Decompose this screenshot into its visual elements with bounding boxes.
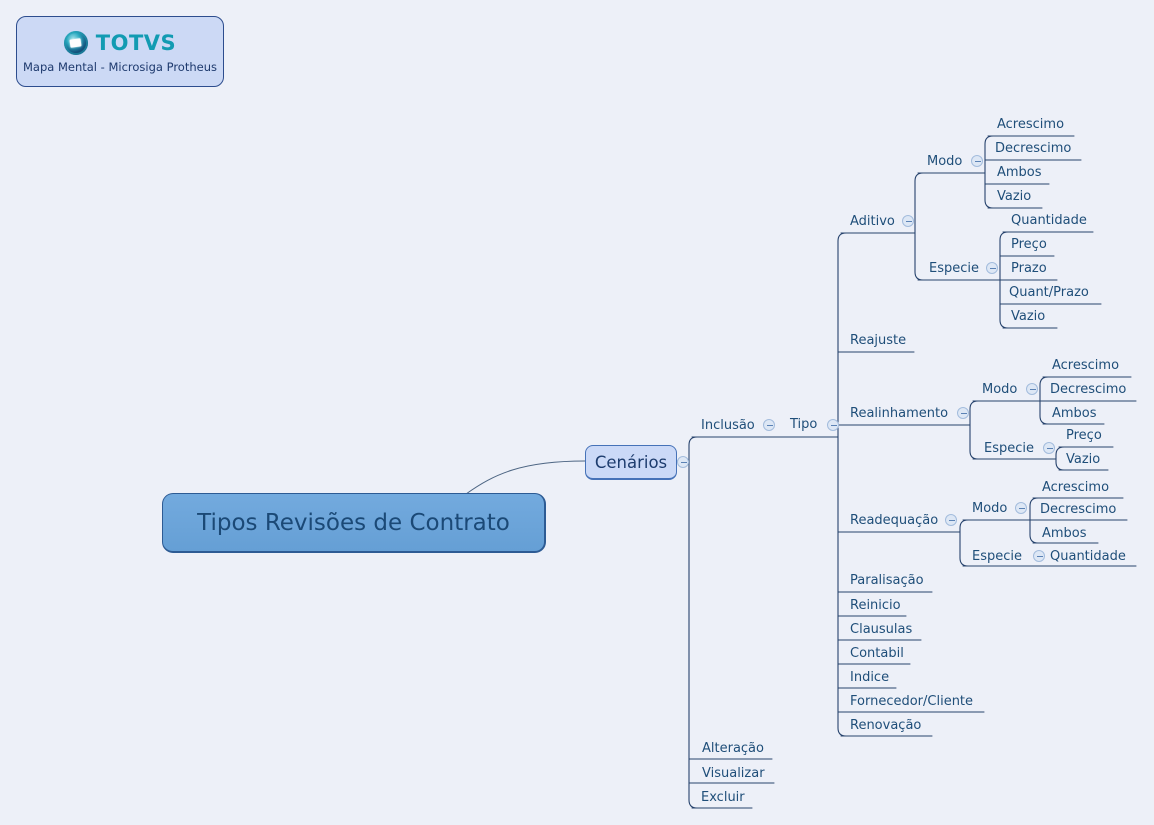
totvs-brand-row: TOTVS — [63, 31, 177, 55]
collapse-icon-inclusao[interactable] — [763, 419, 775, 431]
collapse-icon-realinhamento[interactable] — [957, 407, 969, 419]
collapse-icon-tipo[interactable] — [827, 419, 839, 431]
node-readequacao-especie-quantidade[interactable]: Quantidade — [1050, 549, 1126, 564]
node-aditivo-modo-ambos[interactable]: Ambos — [997, 165, 1042, 180]
node-reajuste[interactable]: Reajuste — [850, 333, 907, 348]
totvs-badge: TOTVS Mapa Mental - Microsiga Protheus — [16, 16, 224, 87]
node-aditivo-modo[interactable]: Modo — [927, 154, 963, 169]
node-readequacao-modo-decrescimo[interactable]: Decrescimo — [1040, 502, 1117, 517]
collapse-icon-readequacao-modo[interactable] — [1015, 502, 1027, 514]
node-aditivo-especie-quantidade[interactable]: Quantidade — [1011, 213, 1087, 228]
node-readequacao-modo-acrescimo[interactable]: Acrescimo — [1042, 480, 1110, 495]
node-realinhamento-especie-vazio[interactable]: Vazio — [1066, 452, 1101, 467]
node-clausulas[interactable]: Clausulas — [850, 622, 913, 637]
node-aditivo-especie-quantprazo[interactable]: Quant/Prazo — [1009, 285, 1089, 300]
collapse-icon-aditivo-especie[interactable] — [986, 262, 998, 274]
node-cenarios[interactable]: Cenários — [585, 445, 677, 480]
badge-subtitle: Mapa Mental - Microsiga Protheus — [22, 60, 217, 74]
node-excluir[interactable]: Excluir — [701, 790, 745, 805]
collapse-icon-realinhamento-especie[interactable] — [1043, 442, 1055, 454]
collapse-icon-realinhamento-modo[interactable] — [1026, 383, 1038, 395]
node-renovacao[interactable]: Renovação — [850, 718, 922, 733]
node-root[interactable]: Tipos Revisões de Contrato — [162, 493, 546, 553]
collapse-icon-readequacao-especie[interactable] — [1033, 550, 1045, 562]
node-aditivo-especie-prazo[interactable]: Prazo — [1011, 261, 1047, 276]
node-realinhamento-especie[interactable]: Especie — [984, 441, 1034, 456]
node-aditivo[interactable]: Aditivo — [850, 214, 895, 229]
node-reinicio[interactable]: Reinicio — [850, 598, 901, 613]
node-indice[interactable]: Indice — [850, 670, 890, 685]
collapse-icon-aditivo[interactable] — [902, 215, 914, 227]
node-aditivo-modo-decrescimo[interactable]: Decrescimo — [995, 141, 1072, 156]
node-realinhamento-modo-acrescimo[interactable]: Acrescimo — [1052, 358, 1120, 373]
node-readequacao[interactable]: Readequação — [850, 513, 939, 528]
totvs-logo-icon — [63, 31, 88, 55]
node-aditivo-modo-acrescimo[interactable]: Acrescimo — [997, 117, 1065, 132]
node-readequacao-especie[interactable]: Especie — [972, 549, 1022, 564]
collapse-icon-readequacao[interactable] — [945, 514, 957, 526]
node-fornecedor-cliente[interactable]: Fornecedor/Cliente — [850, 694, 974, 709]
node-tipo[interactable]: Tipo — [790, 417, 818, 432]
node-visualizar[interactable]: Visualizar — [702, 766, 765, 781]
node-realinhamento-modo[interactable]: Modo — [982, 382, 1018, 397]
node-paralisacao[interactable]: Paralisação — [850, 573, 924, 588]
collapse-icon-cenarios[interactable] — [677, 456, 689, 468]
collapse-icon-aditivo-modo[interactable] — [971, 155, 983, 167]
node-contabil[interactable]: Contabil — [850, 646, 904, 661]
node-realinhamento-modo-ambos[interactable]: Ambos — [1052, 406, 1097, 421]
node-aditivo-modo-vazio[interactable]: Vazio — [997, 189, 1032, 204]
node-aditivo-especie-vazio[interactable]: Vazio — [1011, 309, 1046, 324]
node-aditivo-especie-preco[interactable]: Preço — [1011, 237, 1047, 252]
node-alteracao[interactable]: Alteração — [702, 741, 764, 756]
totvs-brand-text: TOTVS — [95, 31, 177, 55]
node-realinhamento-modo-decrescimo[interactable]: Decrescimo — [1050, 382, 1127, 397]
node-readequacao-modo-ambos[interactable]: Ambos — [1042, 526, 1087, 541]
node-realinhamento[interactable]: Realinhamento — [850, 406, 949, 421]
node-readequacao-modo[interactable]: Modo — [972, 501, 1008, 516]
node-inclusao[interactable]: Inclusão — [701, 418, 755, 433]
node-aditivo-especie[interactable]: Especie — [929, 261, 979, 276]
node-realinhamento-especie-preco[interactable]: Preço — [1066, 428, 1102, 443]
